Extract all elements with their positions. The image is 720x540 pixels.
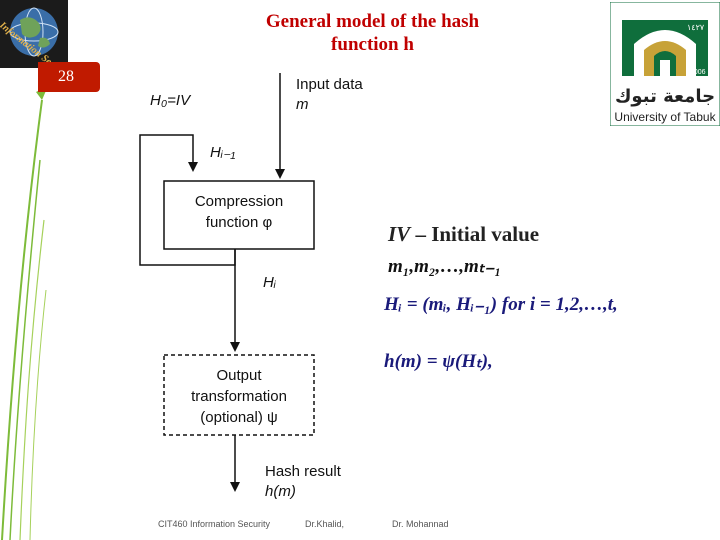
title-line-1: General model of the hash [265,11,480,32]
message-sequence: m₁,m₂,…,mₜ₋₁ [388,256,502,277]
slide-number-badge: 28 [38,62,100,92]
hash-result-var: h(m) [265,483,296,500]
hi-label: Hᵢ [263,274,277,291]
title-line-2: function h [200,33,545,56]
h0-label: H₀=IV [150,92,192,109]
output-label-2: transformation [191,388,287,405]
university-emblem: ١٤٢٧ 2006 [609,1,720,127]
compression-label-1: Compression [195,193,283,210]
hash-model-diagram: H₀=IV Input data m Hᵢ₋₁ Compression func… [139,73,363,500]
input-data-label: Input data [296,76,363,93]
initial-value-note: IV – Initial value [388,222,539,247]
emblem-year-bottom: 2006 [690,69,706,76]
compression-label-2: function φ [206,214,273,231]
output-transformation-box [163,354,315,436]
globe-icon [9,7,59,57]
h-prev-label: Hᵢ₋₁ [210,144,236,161]
output-label-1: Output [216,367,262,384]
footer-author-1: Dr.Khalid, [305,519,345,529]
input-var-label: m [296,96,309,113]
hash-result-label: Hash result [265,463,342,480]
university-logo: ١٤٢٧ 2006 جامعة تبوك University of Tabuk [609,1,720,127]
slide-number: 28 [58,68,74,85]
iteration-equation: Hᵢ = (mᵢ, Hᵢ₋₁) for i = 1,2,…,t, [384,294,618,315]
compression-function-box [163,180,315,250]
information-security-logo: Information Security [0,0,73,82]
emblem-year-top: ١٤٢٧ [687,23,705,32]
output-label-3: (optional) ψ [200,409,277,426]
slide-title: General model of the hash function h [200,10,545,56]
iv-symbol: IV [388,222,411,246]
footer-course: CIT460 Information Security [158,519,271,529]
university-arabic-name: جامعة تبوك [614,86,716,107]
university-english-name: University of Tabuk [614,110,716,124]
footer-author-2: Dr. Mohannad [392,519,449,529]
final-hash-equation: h(m) = ψ(Hₜ), [384,351,493,372]
iv-text: – Initial value [410,222,540,246]
title-line-2-text: function h [331,34,414,55]
